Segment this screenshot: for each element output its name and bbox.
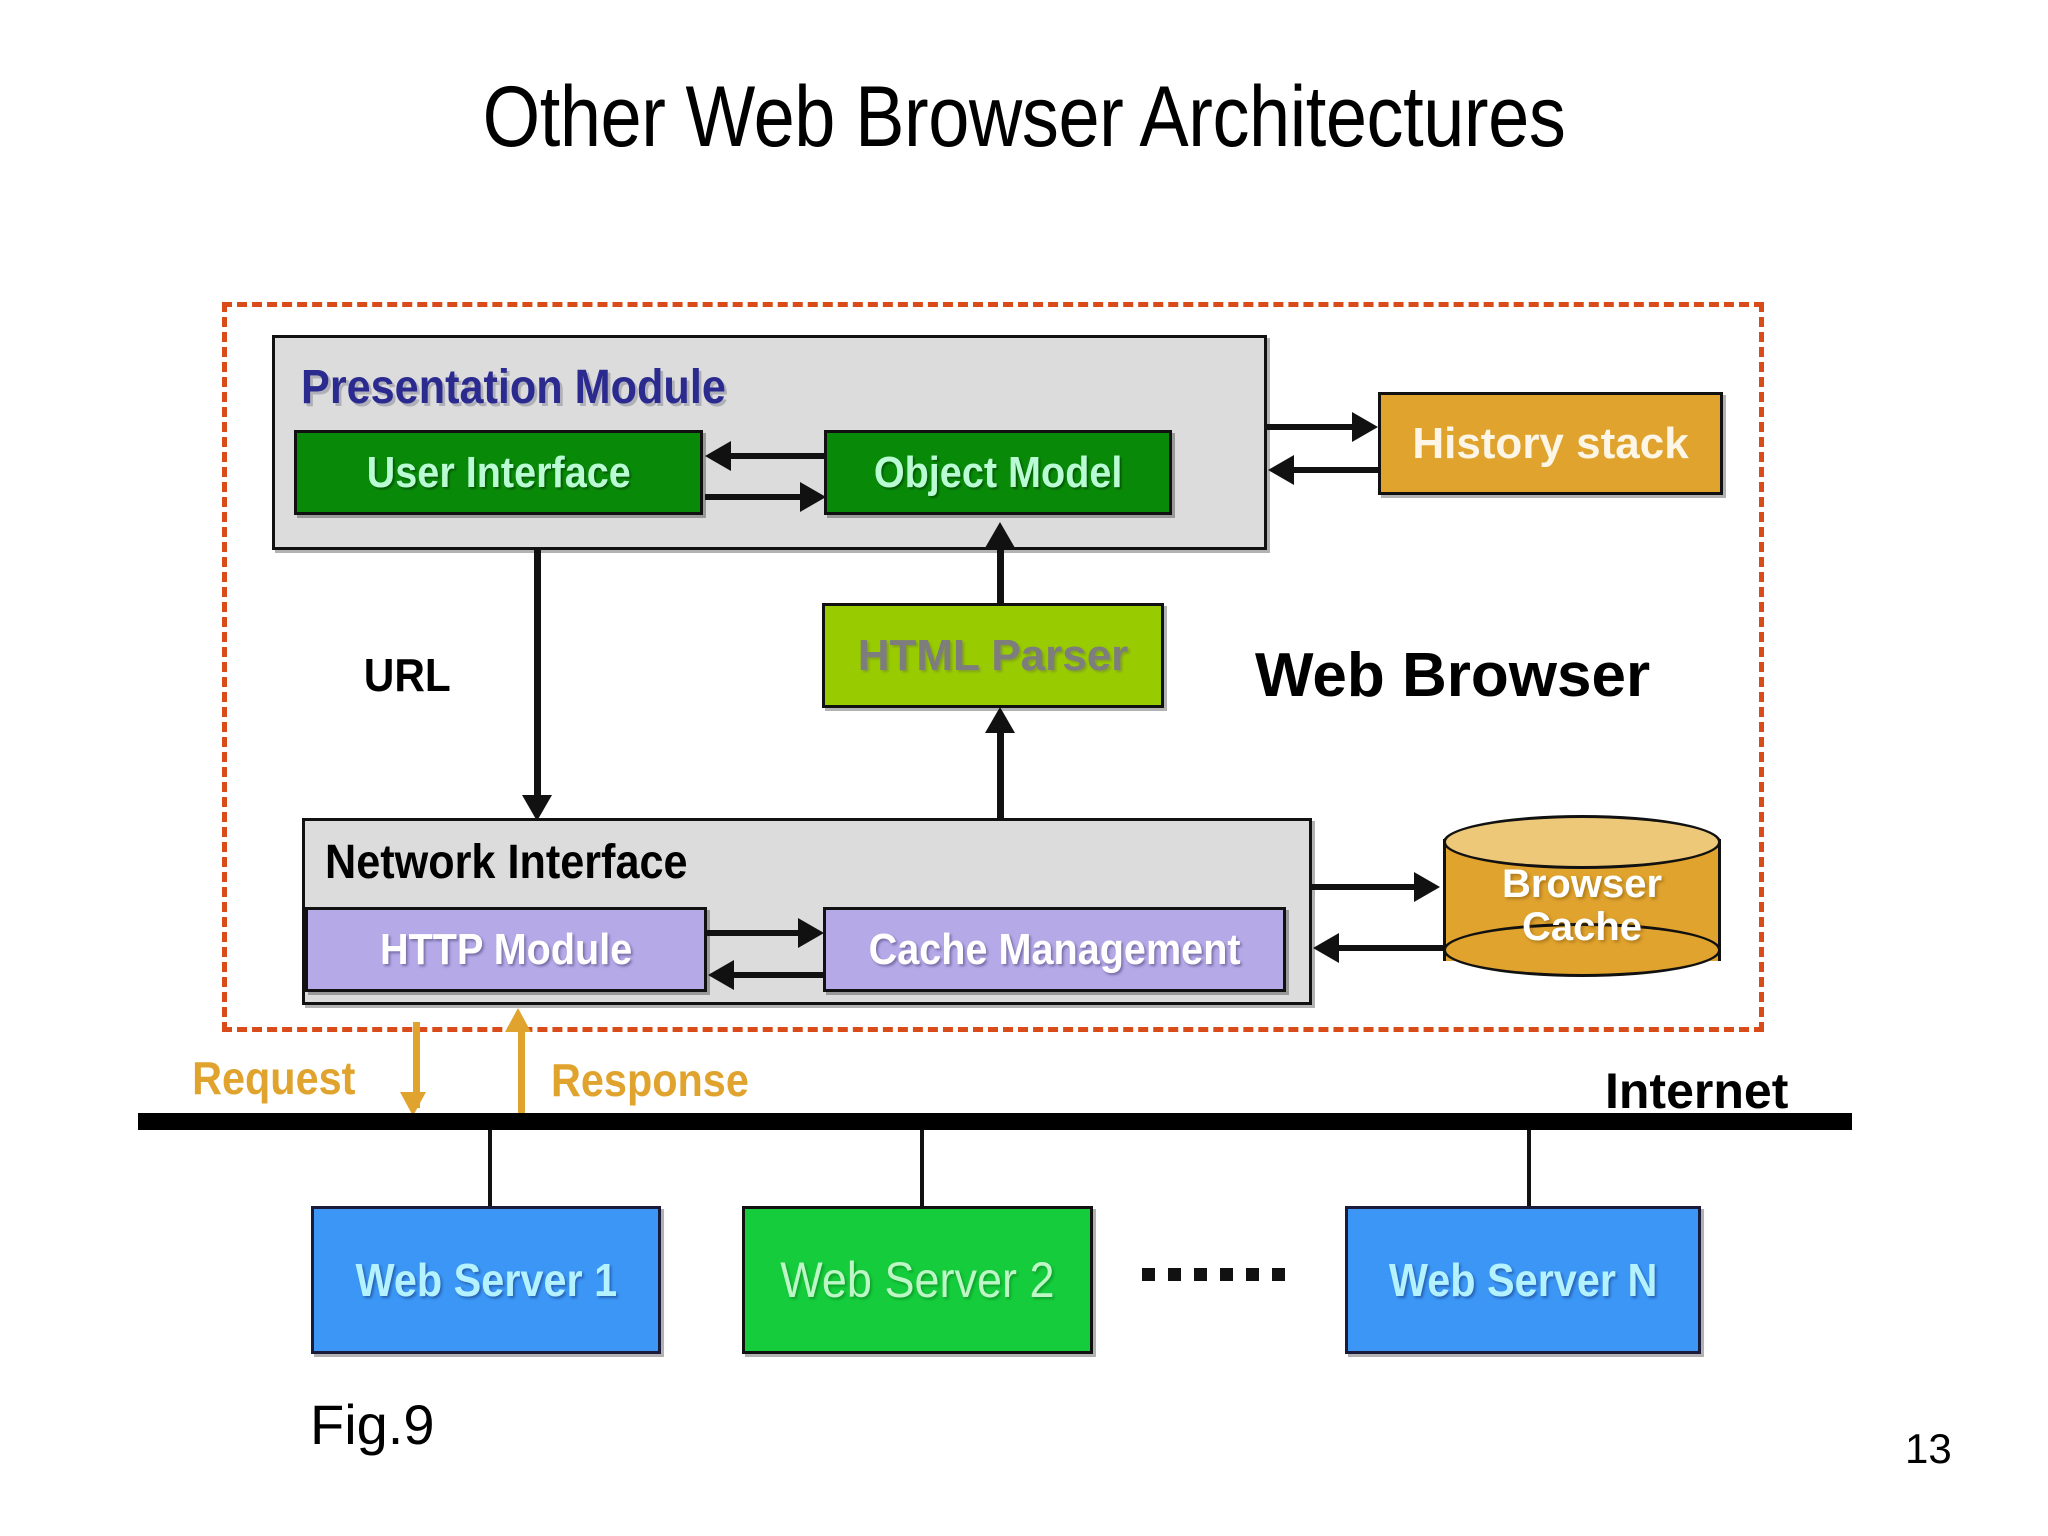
html-parser-label: HTML Parser [857, 630, 1129, 680]
http-module-label: HTTP Module [379, 924, 633, 974]
ellipsis-dot [1194, 1268, 1207, 1281]
arrow-http-to-cache-head [798, 918, 824, 948]
arrow-history-to-presentation-line [1290, 467, 1380, 473]
browser-cache-label-line1: Browser [1501, 862, 1663, 906]
cylinder-top-ellipse [1443, 815, 1721, 869]
cache-management-box[interactable]: Cache Management [823, 907, 1286, 992]
arrow-userinterface-to-objectmodel-head [800, 482, 826, 512]
request-arrow-line [413, 1022, 420, 1108]
server-n-stem [1527, 1130, 1531, 1210]
server-2-stem [920, 1130, 924, 1210]
arrow-parser-to-objectmodel-head [985, 522, 1015, 548]
history-stack-box[interactable]: History stack [1378, 392, 1723, 495]
cylinder-bottom-ellipse [1443, 923, 1721, 977]
url-label: URL [363, 649, 451, 701]
browser-cache-label: Browser Cache [1443, 862, 1721, 950]
arrow-url-head [522, 795, 552, 821]
arrow-network-to-parser-line [997, 730, 1004, 820]
request-arrow-head [400, 1092, 426, 1116]
ellipsis-dot [1168, 1268, 1181, 1281]
history-stack-label: History stack [1412, 418, 1689, 468]
arrow-cache-to-network-line [1335, 945, 1443, 951]
arrow-objectmodel-to-userinterface-head [705, 441, 731, 471]
figure-caption: Fig.9 [310, 1393, 435, 1456]
ellipsis-dots [1142, 1268, 1285, 1281]
response-arrow-head [505, 1008, 531, 1032]
web-server-1-box[interactable]: Web Server 1 [311, 1206, 661, 1354]
arrow-presentation-to-history-head [1352, 412, 1378, 442]
web-server-n-label: Web Server N [1388, 1254, 1658, 1306]
arrow-url-line [534, 550, 541, 800]
network-interface-title: Network Interface [325, 836, 688, 889]
arrow-cache-to-http-line [730, 972, 824, 978]
object-model-label: Object Model [873, 447, 1123, 497]
arrow-history-to-presentation-head [1268, 455, 1294, 485]
object-model-box[interactable]: Object Model [824, 430, 1172, 515]
response-arrow-line [518, 1024, 525, 1114]
browser-cache-label-line2: Cache [1521, 905, 1643, 950]
browser-cache-cylinder[interactable]: Browser Cache [1443, 815, 1721, 985]
internet-label: Internet [1605, 1063, 1789, 1119]
user-interface-box[interactable]: User Interface [294, 430, 703, 515]
http-module-box[interactable]: HTTP Module [305, 907, 707, 992]
cache-management-label: Cache Management [868, 924, 1241, 974]
request-label: Request [192, 1052, 356, 1104]
arrow-network-to-cache-head [1414, 872, 1440, 902]
arrow-cache-to-http-head [708, 960, 734, 990]
web-server-2-box[interactable]: Web Server 2 [742, 1206, 1093, 1354]
arrow-presentation-to-history-line [1267, 424, 1357, 430]
arrow-network-to-cache-line [1312, 884, 1420, 890]
response-label: Response [550, 1054, 749, 1106]
page-title: Other Web Browser Architectures [482, 69, 1566, 165]
server-1-stem [488, 1130, 492, 1210]
html-parser-box[interactable]: HTML Parser [822, 603, 1164, 708]
arrow-network-to-parser-head [985, 707, 1015, 733]
user-interface-label: User Interface [366, 447, 631, 497]
ellipsis-dot [1142, 1268, 1155, 1281]
ellipsis-dot [1220, 1268, 1233, 1281]
web-server-n-box[interactable]: Web Server N [1345, 1206, 1701, 1354]
web-server-1-label: Web Server 1 [355, 1254, 617, 1306]
web-server-2-label: Web Server 2 [780, 1252, 1055, 1308]
ellipsis-dot [1272, 1268, 1285, 1281]
presentation-module-title: Presentation Module [301, 361, 726, 414]
internet-bar [138, 1113, 1852, 1130]
arrow-objectmodel-to-userinterface-line [727, 453, 825, 459]
arrow-parser-to-objectmodel-line [997, 545, 1004, 605]
arrow-cache-to-network-head [1313, 933, 1339, 963]
page-number: 13 [1905, 1425, 1952, 1472]
ellipsis-dot [1246, 1268, 1259, 1281]
web-browser-label: Web Browser [1255, 641, 1651, 710]
arrow-userinterface-to-objectmodel-line [705, 494, 803, 500]
web-browser-boundary [222, 302, 1764, 1032]
arrow-http-to-cache-line [707, 930, 801, 936]
